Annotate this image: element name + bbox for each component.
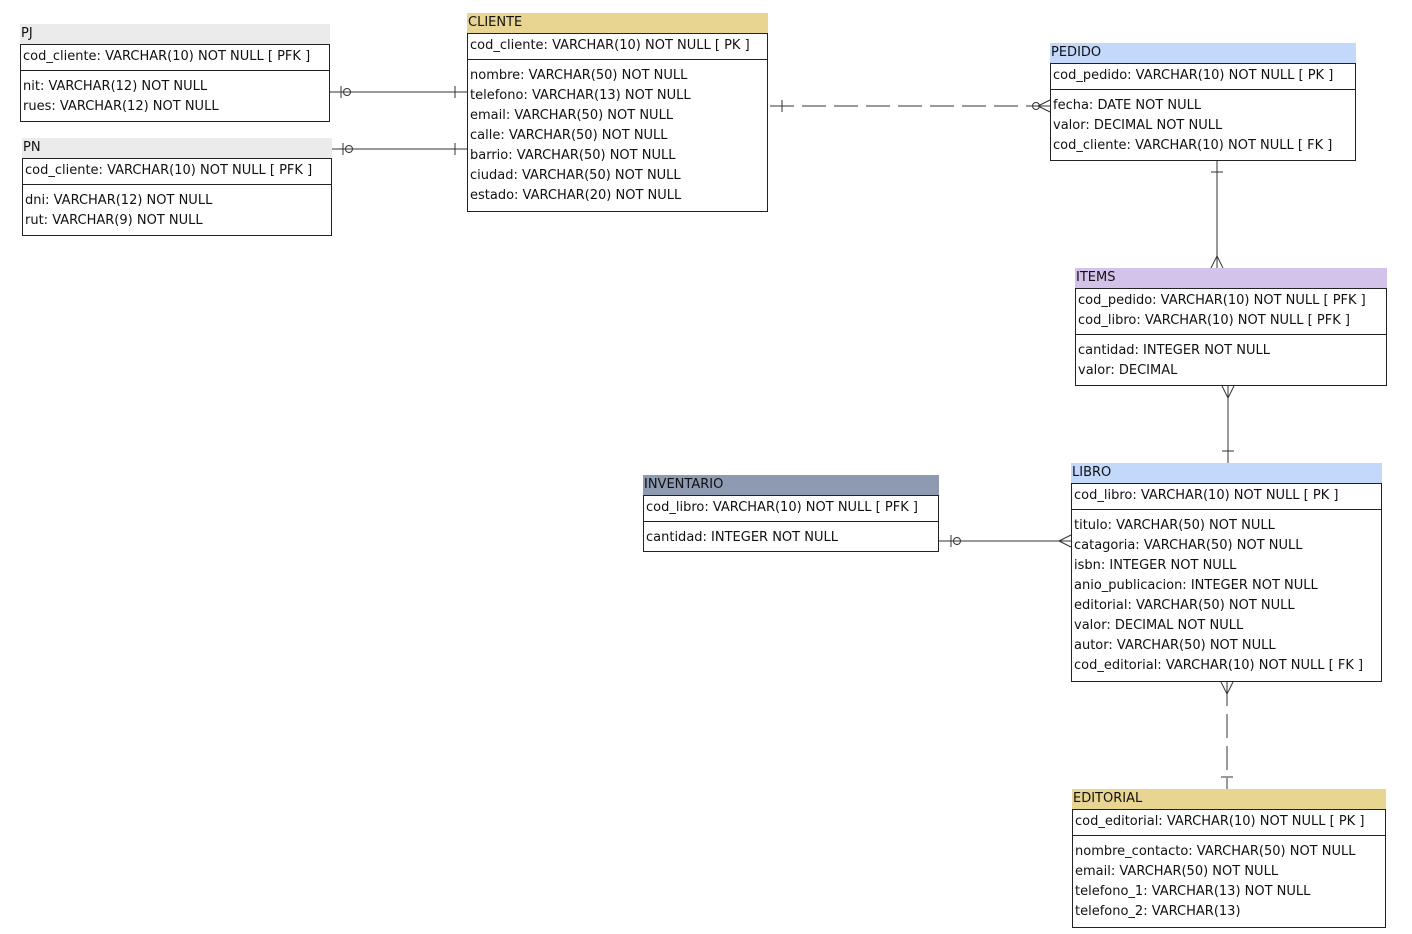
attribute: isbn: INTEGER NOT NULL bbox=[1074, 558, 1237, 573]
attribute: valor: DECIMAL NOT NULL bbox=[1074, 618, 1244, 633]
attribute-section: nombre: VARCHAR(50) NOT NULL telefono: VA… bbox=[468, 60, 767, 209]
key-attribute: cod_cliente: VARCHAR(10) NOT NULL [ PFK … bbox=[23, 49, 311, 64]
attribute-section: dni: VARCHAR(12) NOT NULL rut: VARCHAR(9)… bbox=[23, 185, 331, 234]
primary-key-section: cod_editorial: VARCHAR(10) NOT NULL [ PK… bbox=[1073, 810, 1385, 836]
primary-key-section: cod_libro: VARCHAR(10) NOT NULL [ PK ] bbox=[1072, 484, 1381, 510]
entity-title: PJ bbox=[20, 24, 330, 44]
primary-key-section: cod_cliente: VARCHAR(10) NOT NULL [ PFK … bbox=[21, 45, 329, 71]
attribute: titulo: VARCHAR(50) NOT NULL bbox=[1074, 518, 1275, 533]
entity-title: PN bbox=[22, 138, 332, 158]
entity-editorial[interactable]: EDITORIAL cod_editorial: VARCHAR(10) NOT… bbox=[1072, 789, 1386, 928]
entity-title: LIBRO bbox=[1071, 463, 1382, 483]
entity-title: ITEMS bbox=[1075, 268, 1387, 288]
attribute: anio_publicacion: INTEGER NOT NULL bbox=[1074, 578, 1318, 593]
attribute: catagoria: VARCHAR(50) NOT NULL bbox=[1074, 538, 1303, 553]
attribute-section: titulo: VARCHAR(50) NOT NULL catagoria: V… bbox=[1072, 510, 1381, 679]
attribute: barrio: VARCHAR(50) NOT NULL bbox=[470, 148, 676, 163]
attribute-section: nombre_contacto: VARCHAR(50) NOT NULL ema… bbox=[1073, 836, 1385, 925]
entity-cliente[interactable]: CLIENTE cod_cliente: VARCHAR(10) NOT NUL… bbox=[467, 13, 768, 212]
cardinality-many-crowfoot bbox=[1220, 681, 1234, 695]
entity-title: EDITORIAL bbox=[1072, 789, 1386, 809]
attribute: telefono: VARCHAR(13) NOT NULL bbox=[470, 88, 691, 103]
attribute-section: cantidad: INTEGER NOT NULL valor: DECIMAL bbox=[1076, 335, 1386, 384]
attribute: rut: VARCHAR(9) NOT NULL bbox=[25, 213, 203, 228]
attribute: editorial: VARCHAR(50) NOT NULL bbox=[1074, 598, 1295, 613]
entity-pn[interactable]: PN cod_cliente: VARCHAR(10) NOT NULL [ P… bbox=[22, 138, 332, 236]
entity-title: CLIENTE bbox=[467, 13, 768, 33]
key-attribute: cod_libro: VARCHAR(10) NOT NULL [ PFK ] bbox=[646, 500, 918, 515]
cardinality-many-crowfoot bbox=[1221, 385, 1235, 399]
attribute: cantidad: INTEGER NOT NULL bbox=[1078, 343, 1270, 358]
attribute: email: VARCHAR(50) NOT NULL bbox=[470, 108, 674, 123]
entity-inventario[interactable]: INVENTARIO cod_libro: VARCHAR(10) NOT NU… bbox=[643, 475, 939, 552]
attribute: nombre: VARCHAR(50) NOT NULL bbox=[470, 68, 688, 83]
attribute: dni: VARCHAR(12) NOT NULL bbox=[25, 193, 213, 208]
attribute-section: fecha: DATE NOT NULL valor: DECIMAL NOT N… bbox=[1051, 90, 1355, 159]
cardinality-zero-circle bbox=[1032, 102, 1040, 110]
entity-items[interactable]: ITEMS cod_pedido: VARCHAR(10) NOT NULL [… bbox=[1075, 268, 1387, 386]
entity-libro[interactable]: LIBRO cod_libro: VARCHAR(10) NOT NULL [ … bbox=[1071, 463, 1382, 682]
cardinality-zero-circle bbox=[343, 88, 351, 96]
key-attribute: cod_libro: VARCHAR(10) NOT NULL [ PFK ] bbox=[1078, 313, 1350, 328]
attribute: email: VARCHAR(50) NOT NULL bbox=[1075, 864, 1279, 879]
attribute: fecha: DATE NOT NULL bbox=[1053, 98, 1202, 113]
entity-pedido[interactable]: PEDIDO cod_pedido: VARCHAR(10) NOT NULL … bbox=[1050, 43, 1356, 161]
attribute: nombre_contacto: VARCHAR(50) NOT NULL bbox=[1075, 844, 1356, 859]
key-attribute: cod_cliente: VARCHAR(10) NOT NULL [ PK ] bbox=[470, 38, 750, 53]
attribute-section: cantidad: INTEGER NOT NULL bbox=[644, 522, 938, 551]
primary-key-section: cod_cliente: VARCHAR(10) NOT NULL [ PK ] bbox=[468, 34, 767, 60]
entity-title: INVENTARIO bbox=[643, 475, 939, 495]
entity-title: PEDIDO bbox=[1050, 43, 1356, 63]
attribute: cod_cliente: VARCHAR(10) NOT NULL [ FK ] bbox=[1053, 138, 1333, 153]
attribute: telefono_2: VARCHAR(13) bbox=[1075, 904, 1241, 919]
cardinality-zero-circle bbox=[953, 537, 961, 545]
attribute: valor: DECIMAL bbox=[1078, 363, 1178, 378]
key-attribute: cod_pedido: VARCHAR(10) NOT NULL [ PK ] bbox=[1053, 68, 1334, 83]
primary-key-section: cod_libro: VARCHAR(10) NOT NULL [ PFK ] bbox=[644, 496, 938, 522]
attribute: cod_editorial: VARCHAR(10) NOT NULL [ FK… bbox=[1074, 658, 1364, 673]
attribute: ciudad: VARCHAR(50) NOT NULL bbox=[470, 168, 681, 183]
attribute-section: nit: VARCHAR(12) NOT NULL rues: VARCHAR(1… bbox=[21, 71, 329, 120]
key-attribute: cod_cliente: VARCHAR(10) NOT NULL [ PFK … bbox=[25, 163, 313, 178]
attribute: valor: DECIMAL NOT NULL bbox=[1053, 118, 1223, 133]
attribute: rues: VARCHAR(12) NOT NULL bbox=[23, 99, 219, 114]
entity-pj[interactable]: PJ cod_cliente: VARCHAR(10) NOT NULL [ P… bbox=[20, 24, 330, 122]
attribute: autor: VARCHAR(50) NOT NULL bbox=[1074, 638, 1276, 653]
attribute: telefono_1: VARCHAR(13) NOT NULL bbox=[1075, 884, 1311, 899]
cardinality-zero-circle bbox=[345, 145, 353, 153]
key-attribute: cod_editorial: VARCHAR(10) NOT NULL [ PK… bbox=[1075, 814, 1365, 829]
primary-key-section: cod_pedido: VARCHAR(10) NOT NULL [ PK ] bbox=[1051, 64, 1355, 90]
key-attribute: cod_pedido: VARCHAR(10) NOT NULL [ PFK ] bbox=[1078, 293, 1366, 308]
key-attribute: cod_libro: VARCHAR(10) NOT NULL [ PK ] bbox=[1074, 488, 1339, 503]
attribute: calle: VARCHAR(50) NOT NULL bbox=[470, 128, 668, 143]
primary-key-section: cod_pedido: VARCHAR(10) NOT NULL [ PFK ]… bbox=[1076, 289, 1386, 335]
cardinality-many-crowfoot bbox=[1058, 534, 1072, 548]
attribute: estado: VARCHAR(20) NOT NULL bbox=[470, 188, 682, 203]
cardinality-many-crowfoot bbox=[1210, 255, 1224, 269]
attribute: cantidad: INTEGER NOT NULL bbox=[646, 530, 838, 545]
attribute: nit: VARCHAR(12) NOT NULL bbox=[23, 79, 208, 94]
primary-key-section: cod_cliente: VARCHAR(10) NOT NULL [ PFK … bbox=[23, 159, 331, 185]
